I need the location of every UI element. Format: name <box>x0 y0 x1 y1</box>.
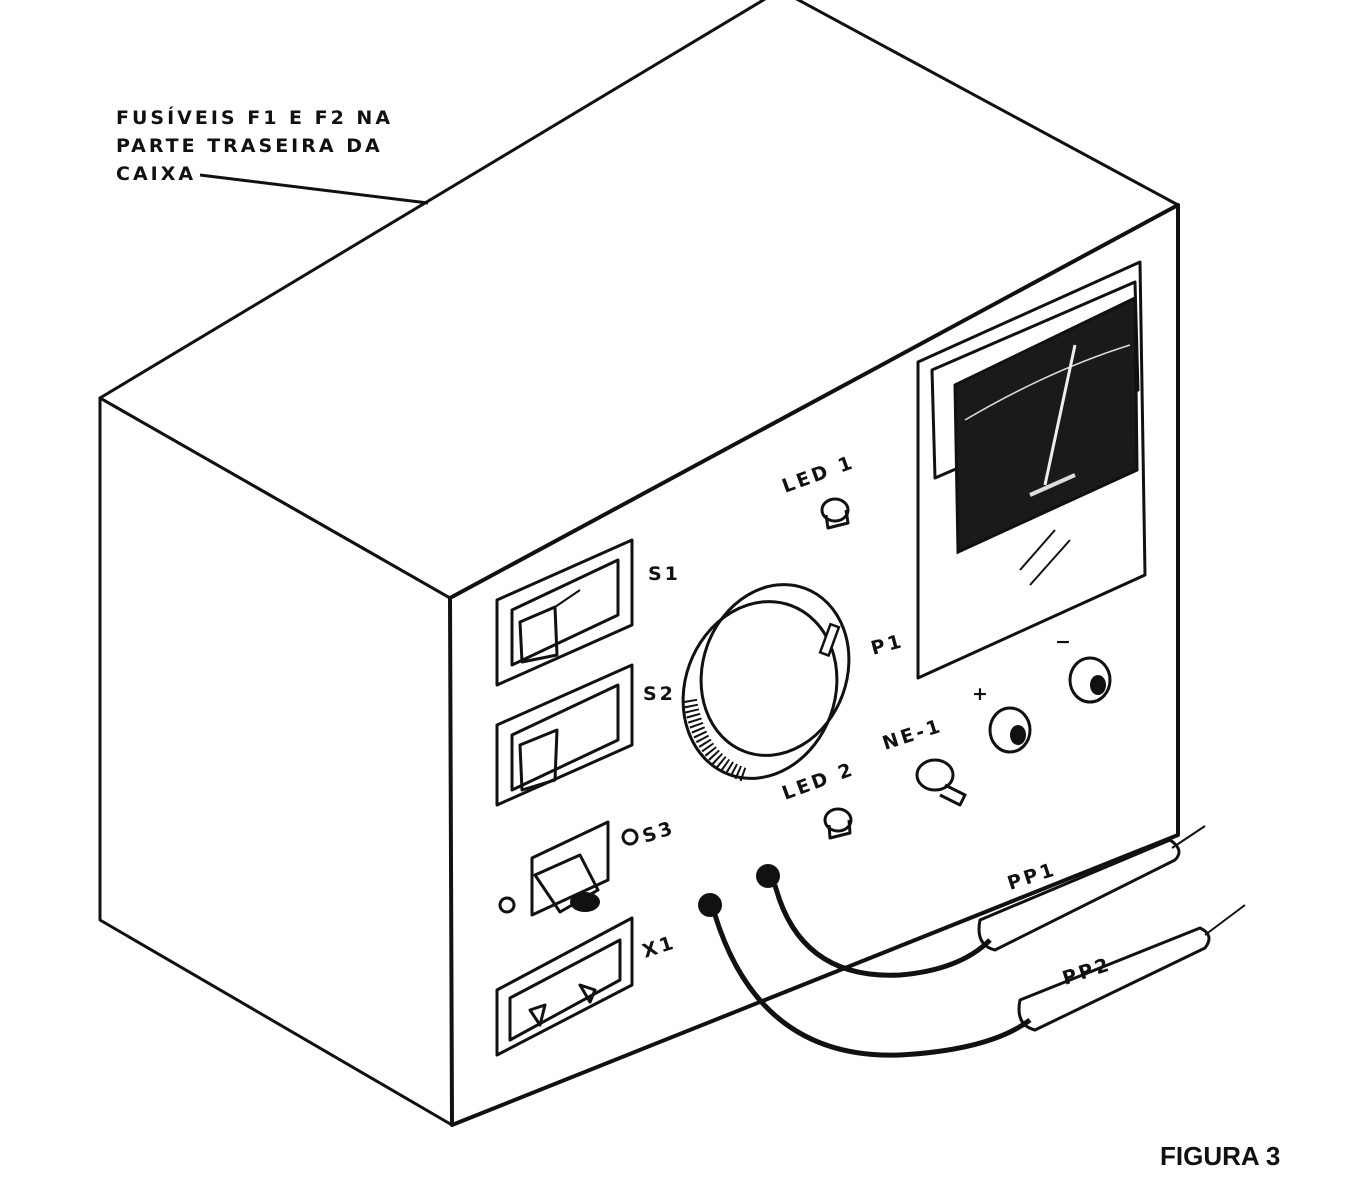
pp2-label: PP2 <box>1060 953 1114 989</box>
knob-p1[interactable]: P1 <box>659 564 907 801</box>
fuse-callout: FUSÍVEIS F1 E F2 NA PARTE TRASEIRA DA CA… <box>116 106 429 205</box>
p1-label: P1 <box>869 630 907 660</box>
outlet-x1[interactable]: X1 <box>495 916 679 1057</box>
figure-caption: FIGURA 3 <box>1160 1141 1280 1171</box>
led-2: LED 2 <box>779 758 858 840</box>
s2-label: S2 <box>643 683 676 705</box>
panel-meter <box>916 260 1147 680</box>
box-front-panel <box>448 203 1180 1127</box>
terminal-positive[interactable]: + <box>972 683 1032 754</box>
probe-pp1[interactable]: PP1 <box>756 825 1206 978</box>
led1-label: LED 1 <box>779 451 858 498</box>
x1-label: X1 <box>640 931 679 962</box>
callout-leader-line <box>199 173 429 205</box>
switch-s3[interactable]: S3 <box>498 817 678 917</box>
led-1: LED 1 <box>779 451 858 530</box>
neon-lamp-ne1: NE-1 <box>880 715 967 807</box>
box-left-face <box>98 396 454 1127</box>
callout-line-1: FUSÍVEIS F1 E F2 NA <box>116 106 393 129</box>
ne1-label: NE-1 <box>880 715 946 755</box>
s1-label: S1 <box>648 563 681 585</box>
meter-needle <box>1043 344 1077 486</box>
enclosure <box>98 0 1180 1127</box>
s3-label: S3 <box>640 817 678 848</box>
plus-label: + <box>972 683 991 705</box>
terminal-negative[interactable]: − <box>1055 631 1112 704</box>
switch-s2[interactable]: S2 <box>495 663 676 807</box>
callout-line-3: CAIXA <box>116 163 196 185</box>
switch-s1[interactable]: S1 <box>495 538 681 687</box>
callout-line-2: PARTE TRASEIRA DA <box>116 135 383 157</box>
meter-face <box>953 295 1139 555</box>
minus-label: − <box>1055 631 1074 653</box>
